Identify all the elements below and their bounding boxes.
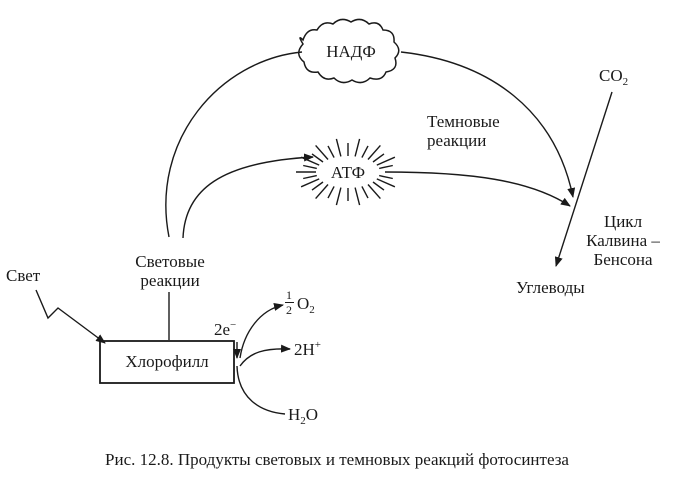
electrons-label: 2e− [214, 319, 237, 342]
atf-ray [335, 187, 342, 206]
dark-reactions-line2: реакции [427, 131, 487, 150]
nadf-flow-arrow [165, 51, 573, 238]
atf-ray [335, 138, 342, 157]
oxygen-arrow [239, 303, 284, 359]
protons-superscript: + [314, 339, 321, 351]
atf-ray [372, 153, 385, 163]
calvin-cycle-label: Цикл Калвина – Бенсона [568, 212, 674, 269]
atf-ray [354, 138, 361, 157]
atf-ray [367, 184, 381, 200]
atf-ray [311, 181, 324, 191]
water-label: H2O [288, 405, 318, 427]
atf-to-cycle-arrow [384, 171, 571, 207]
calvin-cycle-line1: Цикл [603, 212, 643, 231]
light-zigzag-arrow [35, 289, 106, 344]
atf-ray [311, 153, 324, 163]
co2-main: CO [599, 66, 623, 85]
oxygen-formula: O2 [297, 294, 315, 316]
dark-reactions-label: Темновые реакции [427, 112, 500, 150]
electrons-main: 2e [214, 320, 231, 339]
nadf-label: НАДФ [326, 42, 376, 61]
atf-formation-arrow [182, 153, 314, 239]
atf-ray [367, 144, 381, 160]
chlorophyll-label: Хлорофилл [125, 352, 209, 371]
co2-label: CO2 [599, 66, 628, 88]
atf-ray [376, 156, 396, 166]
oxygen-fraction-numerator: 1 [286, 288, 292, 302]
nadf-cloud [298, 18, 400, 84]
light-reactions-label: Световые реакции [122, 252, 218, 290]
atf-ray [327, 186, 335, 199]
carbohydrates-label: Углеводы [516, 278, 585, 297]
atf-ray [303, 174, 317, 180]
calvin-cycle-line3: Бенсона [593, 250, 653, 269]
co2-subscript: 2 [622, 76, 629, 88]
light-reactions-line2: реакции [140, 271, 200, 290]
electrons-sign: − [230, 319, 237, 331]
atf-starburst [296, 138, 396, 206]
protons-main: 2H [294, 340, 315, 359]
atf-ray [376, 178, 396, 188]
protons-label: 2H+ [294, 339, 321, 362]
atf-ray [361, 145, 369, 158]
chlorophyll-box [99, 340, 235, 384]
atf-ray [379, 174, 393, 180]
water-tail: O [305, 405, 319, 424]
water-main: H [288, 405, 301, 424]
atf-ray [372, 181, 385, 191]
light-reactions-line1: Световые [135, 252, 205, 271]
atf-ray [300, 178, 320, 188]
atf-ray [300, 156, 320, 166]
atf-ray [315, 184, 329, 200]
oxygen-subscript: 2 [309, 304, 315, 316]
light-label: Свет [6, 266, 41, 285]
water-line [236, 365, 286, 415]
co2-to-carbohydrates-arrow [554, 91, 613, 267]
oxygen-main: O [297, 294, 310, 313]
atf-label: АТФ [330, 163, 366, 182]
atf-ray [379, 164, 393, 170]
oxygen-fraction-bar [285, 302, 294, 303]
water-subscript: 2 [300, 415, 306, 427]
atf-ray [315, 144, 329, 160]
oxygen-label: 1 2 O2 [285, 289, 335, 321]
atf-ray [303, 164, 317, 170]
atf-ray [354, 187, 361, 206]
figure-caption: Рис. 12.8. Продукты световых и темновых … [105, 450, 569, 469]
atf-ray [327, 145, 335, 158]
atf-ray [361, 186, 369, 199]
oxygen-fraction-denominator: 2 [286, 303, 292, 317]
dark-reactions-line1: Темновые [427, 112, 500, 131]
protons-arrow [239, 344, 291, 367]
calvin-cycle-line2: Калвина – [586, 231, 660, 250]
